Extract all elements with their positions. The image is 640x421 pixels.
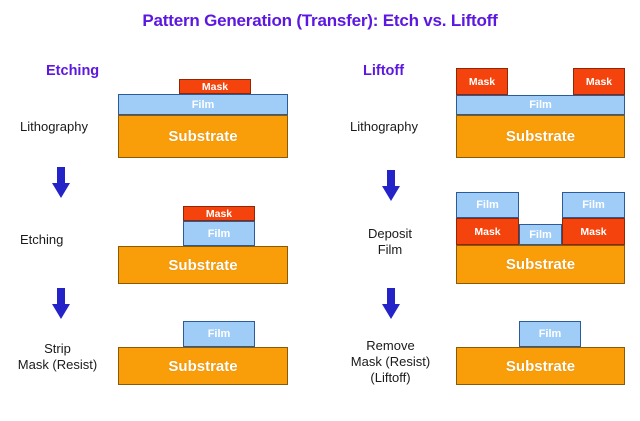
layer-mask: Mask	[573, 68, 625, 95]
step-label-line: Strip	[44, 341, 71, 356]
layer-substrate: Substrate	[456, 245, 625, 284]
layer-substrate: Substrate	[456, 115, 625, 158]
layer-film: Film	[456, 192, 519, 218]
arrow-shaft	[57, 288, 65, 305]
arrow-down-icon	[382, 170, 400, 201]
layer-mask: Mask	[562, 218, 625, 245]
arrow-head	[382, 304, 400, 319]
arrow-down-icon	[382, 288, 400, 319]
layer-substrate: Substrate	[456, 347, 625, 385]
step-label-line: Mask (Resist)	[17, 357, 98, 372]
step-label-liftoff-deposit: Deposit Film	[335, 226, 445, 258]
layer-film: Film	[519, 321, 581, 347]
arrow-shaft	[387, 288, 395, 305]
step-label-line: Mask (Resist)	[350, 354, 431, 369]
layer-substrate: Substrate	[118, 246, 288, 284]
layer-film: Film	[183, 221, 255, 246]
step-label-liftoff-lithography: Lithography	[350, 119, 418, 134]
layer-mask: Mask	[179, 79, 251, 94]
arrow-head	[52, 304, 70, 319]
layer-substrate: Substrate	[118, 347, 288, 385]
step-label-etch-lithography: Lithography	[20, 119, 88, 134]
step-label-line: Remove	[366, 338, 415, 353]
layer-film: Film	[519, 224, 562, 245]
layer-film: Film	[118, 94, 288, 115]
step-label-etch-etching: Etching	[20, 232, 64, 247]
arrow-shaft	[387, 170, 395, 187]
column-heading-liftoff: Liftoff	[363, 63, 405, 79]
column-heading-etching: Etching	[46, 63, 100, 79]
step-label-etch-strip: Strip Mask (Resist)	[0, 341, 115, 373]
arrow-down-icon	[52, 167, 70, 198]
arrow-head	[382, 186, 400, 201]
layer-film: Film	[562, 192, 625, 218]
layer-film: Film	[456, 95, 625, 115]
step-label-liftoff-remove: Remove Mask (Resist) (Liftoff)	[333, 338, 448, 386]
arrow-head	[52, 183, 70, 198]
step-label-line: Film	[377, 242, 403, 257]
layer-mask: Mask	[456, 68, 508, 95]
layer-film: Film	[183, 321, 255, 347]
layer-mask: Mask	[456, 218, 519, 245]
arrow-shaft	[57, 167, 65, 184]
step-label-line: Deposit	[367, 226, 413, 241]
step-label-line: (Liftoff)	[370, 370, 411, 385]
layer-substrate: Substrate	[118, 115, 288, 158]
page-title: Pattern Generation (Transfer): Etch vs. …	[142, 11, 498, 30]
arrow-down-icon	[52, 288, 70, 319]
layer-mask: Mask	[183, 206, 255, 221]
